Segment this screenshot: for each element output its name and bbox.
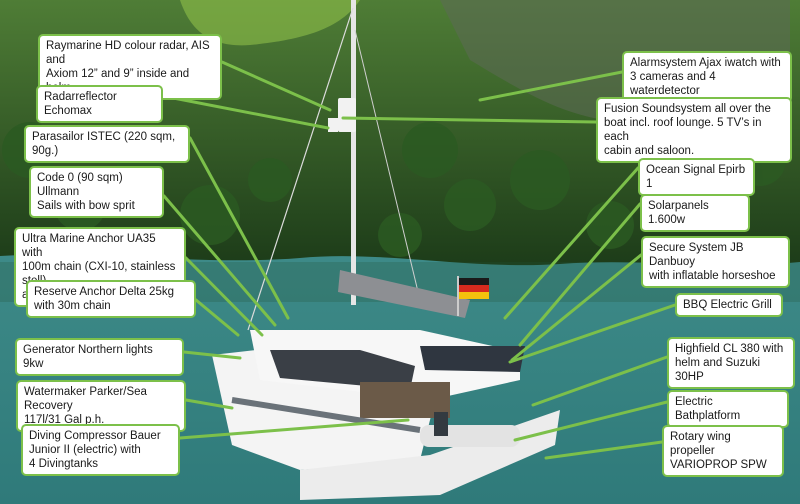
radar-dome bbox=[338, 98, 356, 132]
label-solar: Solarpanels 1.600w bbox=[640, 194, 750, 232]
boom-cover bbox=[338, 270, 470, 318]
label-alarm: Alarmsystem Ajax iwatch with 3 cameras a… bbox=[622, 51, 792, 103]
saloon-windows bbox=[270, 350, 415, 390]
radar-reflector bbox=[328, 118, 338, 132]
label-bbq: BBQ Electric Grill bbox=[675, 293, 783, 317]
solar-roof bbox=[420, 346, 525, 372]
german-flag bbox=[457, 276, 489, 316]
grass-slope bbox=[180, 0, 360, 46]
shroud bbox=[354, 29, 421, 301]
label-generator: Generator Northern lights 9kw bbox=[15, 338, 184, 376]
label-anchor-reserve: Reserve Anchor Delta 25kg with 30m chain bbox=[26, 280, 196, 318]
label-tender: Highfield CL 380 with helm and Suzuki 30… bbox=[667, 337, 795, 389]
label-radarreflector: Radarreflector Echomax bbox=[36, 85, 163, 123]
label-sound: Fusion Soundsystem all over the boat inc… bbox=[596, 97, 792, 163]
label-epirb: Ocean Signal Epirb 1 bbox=[638, 158, 755, 196]
outboard-engine bbox=[434, 412, 448, 436]
label-parasailor: Parasailor ISTEC (220 sqm, 90g.) bbox=[24, 125, 190, 163]
label-propeller: Rotary wing propeller VARIOPROP SPW bbox=[662, 425, 784, 477]
label-danbuoy: Secure System JB Danbuoy with inflatable… bbox=[641, 236, 790, 288]
label-code0: Code 0 (90 sqm) Ullmann Sails with bow s… bbox=[29, 166, 164, 218]
label-compressor: Diving Compressor Bauer Junior II (elect… bbox=[21, 424, 180, 476]
label-bathplatform: Electric Bathplatform bbox=[667, 390, 789, 428]
mast bbox=[351, 0, 356, 305]
